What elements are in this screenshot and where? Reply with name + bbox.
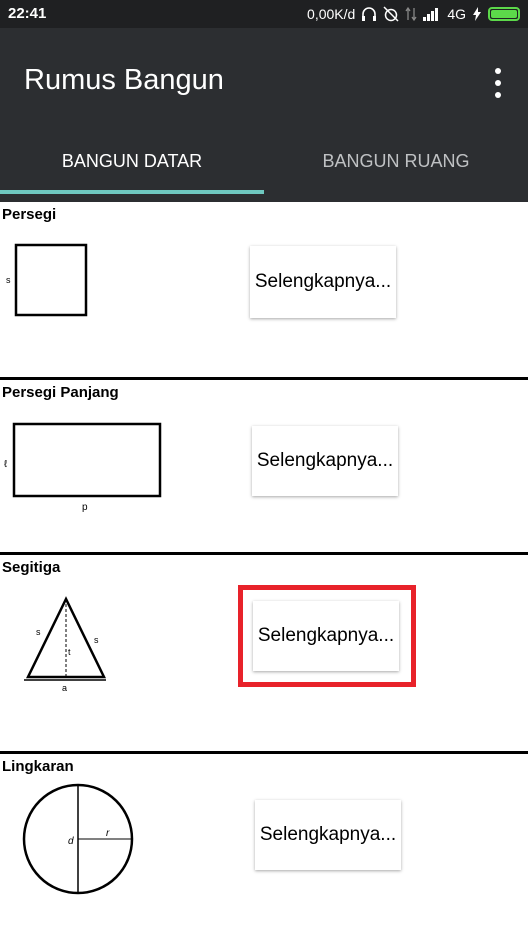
network-speed: 0,00K/d (307, 6, 356, 22)
status-time: 22:41 (8, 5, 47, 22)
signal-icon (423, 8, 439, 21)
charging-icon (473, 7, 481, 21)
shape-card-lingkaran: Lingkaran d r Selengkapnya... (0, 754, 528, 938)
divider (0, 377, 528, 380)
status-icons: 0,00K/d 4G (307, 0, 520, 28)
alarm-off-icon (383, 6, 399, 22)
tab-bar: BANGUN DATAR BANGUN RUANG (0, 140, 528, 202)
data-arrows-icon (405, 6, 417, 22)
triangle-diagram: s s t a (24, 596, 106, 693)
shape-card-persegi-panjang: Persegi Panjang ℓ p Selengkapnya... (0, 380, 528, 552)
app-title: Rumus Bangun (24, 64, 224, 96)
diagram-label-l: ℓ (4, 459, 8, 470)
app-bar: Rumus Bangun (0, 28, 528, 140)
shape-label: Segitiga (2, 559, 61, 576)
divider (0, 552, 528, 555)
highlight-box (238, 585, 416, 687)
tab-bangun-ruang[interactable]: BANGUN RUANG (322, 151, 470, 171)
diagram-label-a: a (62, 683, 67, 693)
selengkapnya-button[interactable]: Selengkapnya... (252, 426, 398, 496)
tab-bangun-datar[interactable]: BANGUN DATAR (0, 140, 264, 202)
diagram-label-s-right: s (94, 635, 99, 645)
more-vert-icon[interactable] (490, 68, 506, 98)
shape-label: Persegi (2, 206, 57, 223)
shape-card-persegi: Persegi s Selengkapnya... (0, 202, 528, 378)
rectangle-diagram: ℓ p (4, 422, 162, 513)
diagram-label-t: t (68, 647, 71, 657)
headphones-icon (362, 7, 377, 21)
diagram-label-p: p (82, 502, 88, 513)
selengkapnya-button[interactable]: Selengkapnya... (250, 246, 396, 318)
selengkapnya-button[interactable]: Selengkapnya... (253, 601, 399, 671)
shape-label: Persegi Panjang (2, 384, 119, 401)
diagram-label-s: s (6, 275, 11, 285)
diagram-label-s-left: s (36, 627, 41, 637)
battery-icon (488, 7, 520, 21)
shape-label: Lingkaran (2, 758, 74, 775)
diagram-label-d: d (68, 836, 74, 847)
diagram-label-r: r (106, 828, 110, 839)
square-diagram: s (6, 243, 88, 317)
divider (0, 751, 528, 754)
network-type: 4G (447, 6, 466, 22)
status-bar: 22:41 0,00K/d 4G (0, 0, 528, 28)
circle-diagram: d r (22, 783, 134, 895)
selengkapnya-button[interactable]: Selengkapnya... (255, 800, 401, 870)
